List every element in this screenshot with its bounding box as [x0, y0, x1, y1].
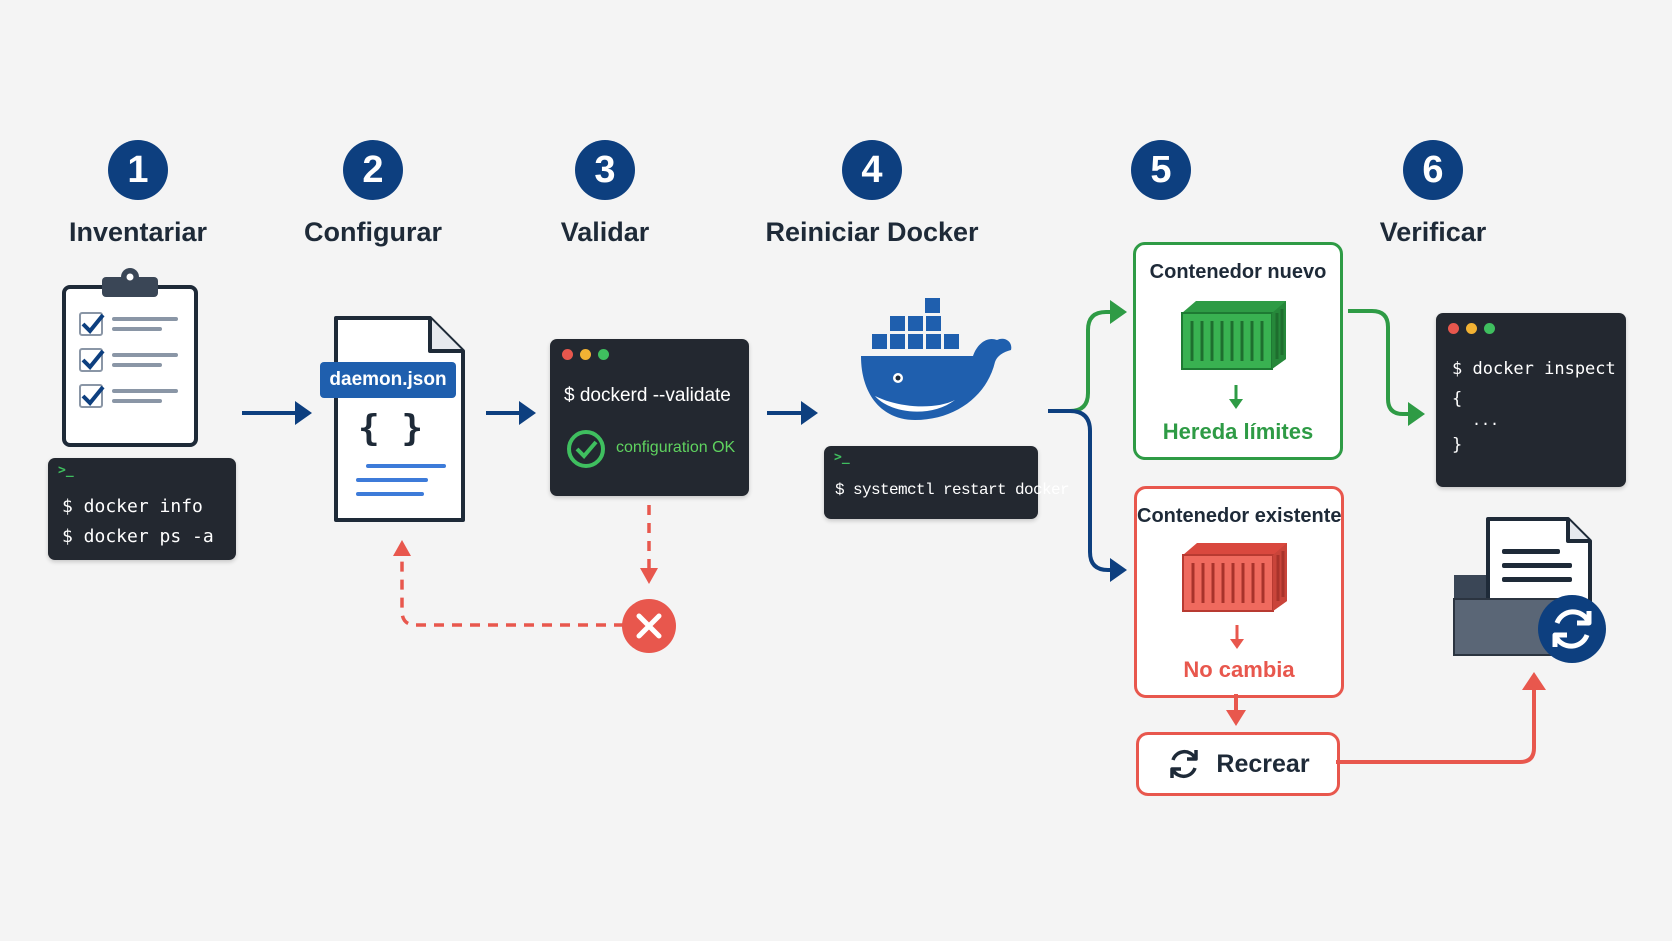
arrow-head-verify: [1408, 402, 1425, 426]
arrow-head-fail-up: [393, 540, 411, 556]
maximize-dot: [1484, 323, 1495, 334]
terminal-prompt-icon: >_: [834, 450, 850, 465]
existing-container-box: Contenedor existente No cambia: [1134, 486, 1344, 698]
window-controls: [1448, 323, 1495, 334]
container-green-icon: [1181, 301, 1286, 370]
verify-output-open: {: [1452, 389, 1463, 409]
arrow-down-icon: [1229, 385, 1243, 409]
validate-result: configuration OK: [616, 439, 736, 456]
step-5-badge: 5: [1131, 140, 1191, 200]
arrow-head-new: [1110, 300, 1127, 324]
terminal-prompt-icon: >_: [58, 463, 74, 478]
validate-terminal: $ dockerd --validate configuration OK: [550, 339, 749, 496]
minimize-dot: [1466, 323, 1477, 334]
verify-command: $ docker inspect: [1452, 359, 1616, 379]
folder-document-icon: [1453, 517, 1606, 663]
verify-terminal: $ docker inspect { ... }: [1436, 313, 1626, 487]
arrow-head-folder: [1522, 672, 1546, 690]
arrow-step1-to-step2: [242, 401, 312, 425]
arrow-existing-to-recreate: [1226, 694, 1246, 726]
new-container-title: Contenedor nuevo: [1149, 261, 1327, 283]
recreate-button[interactable]: Recrear: [1136, 732, 1340, 796]
validate-command: $ dockerd --validate: [564, 385, 731, 406]
step-2-badge: 2: [343, 140, 403, 200]
inventory-terminal: >_ $ docker info $ docker ps -a: [48, 458, 236, 560]
window-controls: [562, 349, 609, 360]
json-braces: { }: [358, 408, 424, 449]
step-4-badge: 4: [842, 140, 902, 200]
existing-container-title: Contenedor existente: [1137, 505, 1342, 527]
verify-output-ellipsis: ...: [1472, 411, 1500, 429]
existing-container-result: No cambia: [1183, 657, 1295, 682]
clipboard-checklist-icon: [62, 268, 198, 447]
recreate-label: Recrear: [1216, 749, 1310, 778]
arrow-validate-fail: [400, 505, 651, 627]
inventory-command-1: $ docker info: [62, 496, 203, 517]
arrow-head-existing: [1110, 558, 1127, 582]
arrow-branch-new: [1048, 310, 1112, 413]
new-container-result: Hereda límites: [1162, 419, 1314, 444]
arrow-step2-to-step3: [486, 401, 536, 425]
step-1-title: Inventariar: [68, 217, 208, 247]
close-dot: [562, 349, 573, 360]
step-2-title: Configurar: [304, 217, 442, 247]
check-circle-icon: [567, 430, 605, 468]
arrow-step3-to-step4: [767, 401, 818, 425]
new-container-box: Contenedor nuevo Hereda límites: [1133, 242, 1343, 460]
step-3-title: Validar: [560, 217, 650, 247]
close-dot: [1448, 323, 1459, 334]
step-3-badge: 3: [575, 140, 635, 200]
arrow-new-to-verify: [1348, 309, 1410, 416]
arrow-head-fail-down: [640, 568, 658, 584]
x-circle-icon: [622, 599, 676, 653]
restart-command: $ systemctl restart docker: [835, 481, 1070, 499]
verify-output-close: }: [1452, 435, 1463, 455]
arrow-down-icon: [1230, 625, 1244, 649]
arrow-branch-existing: [1048, 409, 1112, 572]
minimize-dot: [580, 349, 591, 360]
step-4-title: Reiniciar Docker: [765, 217, 979, 247]
container-red-icon: [1182, 543, 1287, 612]
restart-terminal: >_ $ systemctl restart docker: [824, 446, 1070, 519]
step-6-badge: 6: [1403, 140, 1463, 200]
config-file-badge: daemon.json: [320, 362, 456, 398]
docker-whale-icon: [861, 298, 1012, 420]
step-6-title: Verificar: [1379, 217, 1487, 247]
arrow-recreate-to-folder: [1336, 688, 1536, 764]
refresh-icon: [1170, 749, 1199, 779]
maximize-dot: [598, 349, 609, 360]
step-1-badge: 1: [108, 140, 168, 200]
inventory-command-2: $ docker ps -a: [62, 526, 214, 547]
